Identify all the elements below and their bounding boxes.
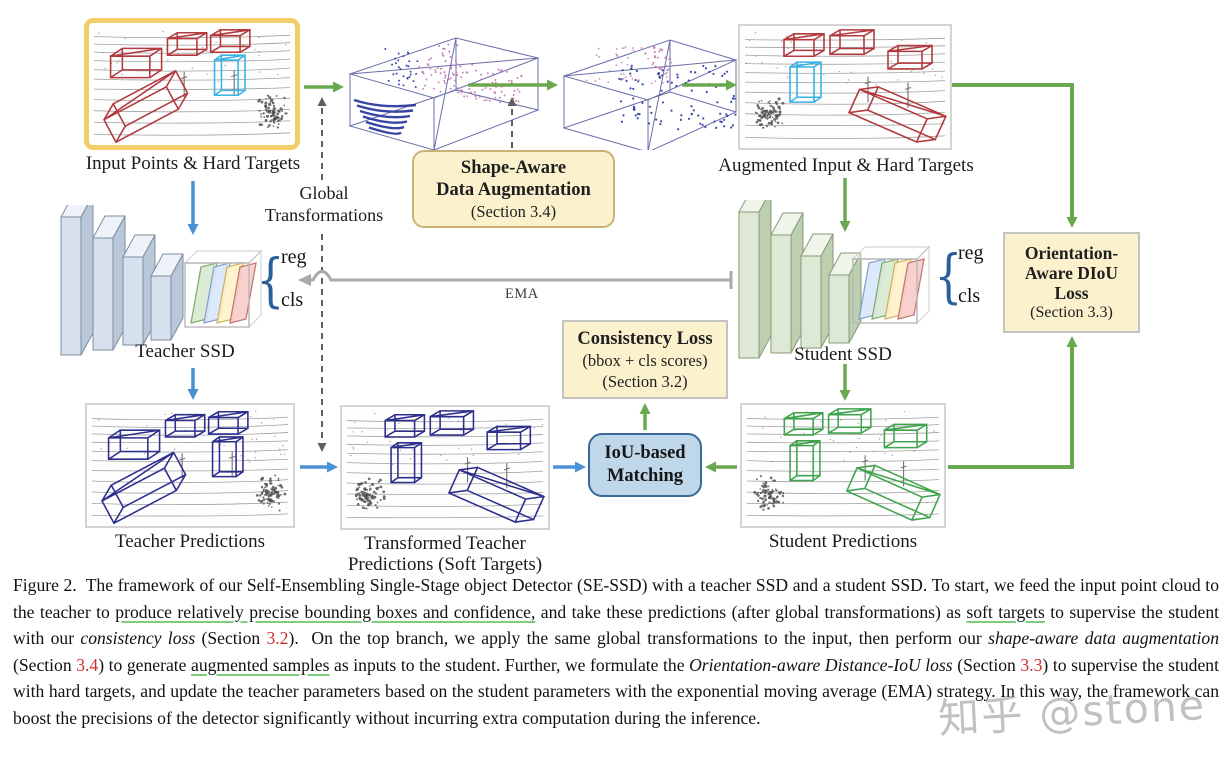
orientation-line2: Aware DIoU: [1024, 262, 1119, 283]
teacher-pred-image: [91, 410, 289, 525]
orientation-line4: (Section 3.3): [1030, 303, 1113, 321]
consistency-line3: (Section 3.2): [602, 371, 688, 391]
orientation-line1: Orientation-: [1024, 242, 1119, 263]
label-input-points: Input Points & Hard Targets: [85, 153, 301, 174]
panel-input-points: [84, 18, 300, 150]
label-teacher-predictions: Teacher Predictions: [114, 531, 266, 552]
orientation-line3: Loss: [1054, 282, 1089, 303]
watermark: 知乎 @stone: [937, 681, 1208, 743]
iou-matching-box: IoU-based Matching: [588, 433, 702, 497]
augmented-pointcloud-image: [744, 29, 947, 144]
panel-student-predictions: [740, 403, 946, 528]
teacher-reg-label: reg: [281, 246, 307, 268]
orientation-diou-loss-box: Orientation- Aware DIoU Loss (Section 3.…: [1003, 232, 1140, 333]
label-augmented-input: Augmented Input & Hard Targets: [718, 155, 974, 176]
panel-transformed-predictions: [340, 405, 550, 530]
figure-caption: Figure 2. The framework of our Self-Ense…: [13, 575, 1220, 728]
label-teacher-ssd: Teacher SSD: [135, 341, 235, 362]
student-brace-icon: {: [934, 242, 963, 310]
augmented-points-3d-box: [562, 39, 738, 150]
teacher-brace-icon: {: [256, 246, 285, 314]
label-transformed-predictions: Transformed Teacher Predictions (Soft Ta…: [348, 533, 542, 575]
iou-line2: Matching: [606, 466, 684, 486]
shape-aware-line3: (Section 3.4): [470, 201, 557, 221]
consistency-line1: Consistency Loss: [577, 328, 713, 349]
ema-label: EMA: [505, 286, 539, 302]
label-transformed-line1: Transformed Teacher: [364, 533, 526, 554]
student-ssd-network: [738, 200, 931, 359]
shape-aware-augmentation-box: Shape-Aware Data Augmentation (Section 3…: [412, 150, 615, 228]
label-student-ssd: Student SSD: [794, 344, 892, 365]
input-pointcloud-image: [93, 29, 291, 144]
label-student-predictions: Student Predictions: [768, 531, 918, 552]
iou-line1: IoU-based: [604, 443, 686, 463]
transformed-pred-image: [346, 410, 545, 524]
global-line1: Global: [299, 183, 349, 203]
global-line2: Transformations: [264, 205, 384, 225]
teacher-cls-label: cls: [281, 289, 304, 311]
student-reg-label: reg: [958, 242, 984, 264]
panel-augmented-input: [738, 24, 952, 150]
shape-aware-line2: Data Augmentation: [436, 179, 591, 200]
teacher-ssd-network: [60, 205, 263, 356]
panel-teacher-predictions: [85, 403, 295, 528]
consistency-line2: (bbox + cls scores): [582, 350, 708, 370]
label-transformed-line2: Predictions (Soft Targets): [347, 554, 543, 575]
framework-diagram: Input Points & Hard Targets Augmented In…: [60, 18, 1140, 575]
student-cls-label: cls: [958, 285, 981, 307]
student-pred-image: [746, 408, 942, 522]
global-transformations-label: Global Transformations: [265, 182, 383, 226]
consistency-loss-box: Consistency Loss (bbox + cls scores) (Se…: [562, 320, 728, 399]
shape-aware-line1: Shape-Aware: [460, 157, 567, 178]
transformed-points-3d-box: [348, 37, 540, 151]
